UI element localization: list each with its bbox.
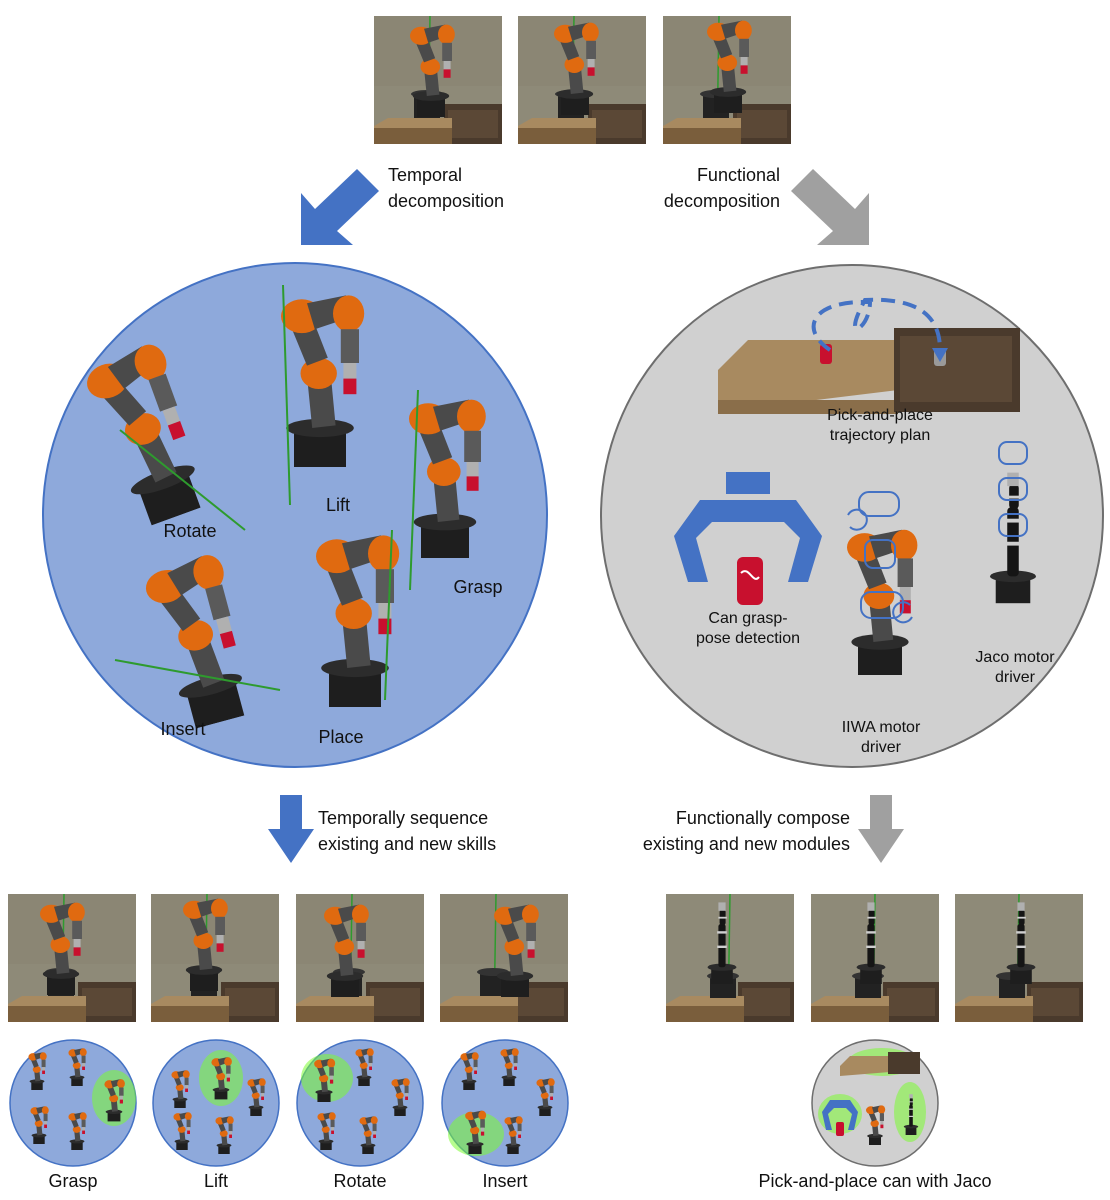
skills-circle [42,262,548,768]
mini-modules-circle [811,1039,939,1167]
top-scene-1 [374,10,502,150]
caption-grasp: Grasp [48,1171,98,1191]
arrow-down-left-icon [301,169,379,245]
bottom-scene-jaco-1 [666,888,794,1028]
skill-label-lift: Lift [325,495,350,515]
arrow-down-icon [268,795,314,863]
mini-skills-circle-grasp [9,1039,137,1167]
functional-compose-label: Functionally compose existing and new mo… [642,808,850,854]
caption-insert: Insert [482,1171,528,1191]
mini-skills-circle-rotate [296,1039,424,1167]
caption-pick-place-jaco: Pick-and-place can with Jaco [758,1171,992,1191]
jaco-arm [989,441,1037,604]
gripper-icon [674,472,822,582]
can-icon [737,557,763,605]
modules-circle [600,264,1104,768]
functional-decomposition-label: Functional decomposition [663,165,780,211]
skill-label-rotate: Rotate [163,521,217,541]
arrow-down-right-icon [791,169,869,245]
mini-skills-circle-insert [441,1039,569,1167]
top-scene-3 [663,10,791,150]
bottom-scene-insert [440,888,568,1028]
caption-lift: Lift [203,1171,228,1191]
temporal-decomposition-label: Temporal decomposition [388,165,505,211]
skill-label-insert: Insert [160,719,206,739]
module-label-grasp-detection: Can grasp- pose detection [695,610,801,647]
bottom-scene-grasp [8,888,136,1028]
bottom-scene-lift [151,888,279,1028]
joint-rotation-icon [847,508,913,624]
caption-rotate: Rotate [333,1171,387,1191]
mini-skills-circle-lift [152,1039,280,1167]
module-label-iiwa-driver: IIWA motor driver [841,719,921,756]
bottom-scene-jaco-3 [955,888,1083,1028]
bottom-scene-jaco-2 [811,888,939,1028]
bottom-scene-rotate [296,888,424,1028]
temporal-sequence-label: Temporally sequence existing and new ski… [318,808,497,854]
top-scene-2 [518,10,646,150]
dashed-trajectory-icon [811,297,948,362]
module-label-jaco-driver: Jaco motor driver [975,649,1055,686]
iiwa-arm [847,491,918,675]
skill-label-grasp: Grasp [453,577,503,597]
skill-label-place: Place [318,727,364,747]
arrow-down-icon [858,795,904,863]
module-label-pick-place-plan: Pick-and-place trajectory plan [827,407,933,444]
